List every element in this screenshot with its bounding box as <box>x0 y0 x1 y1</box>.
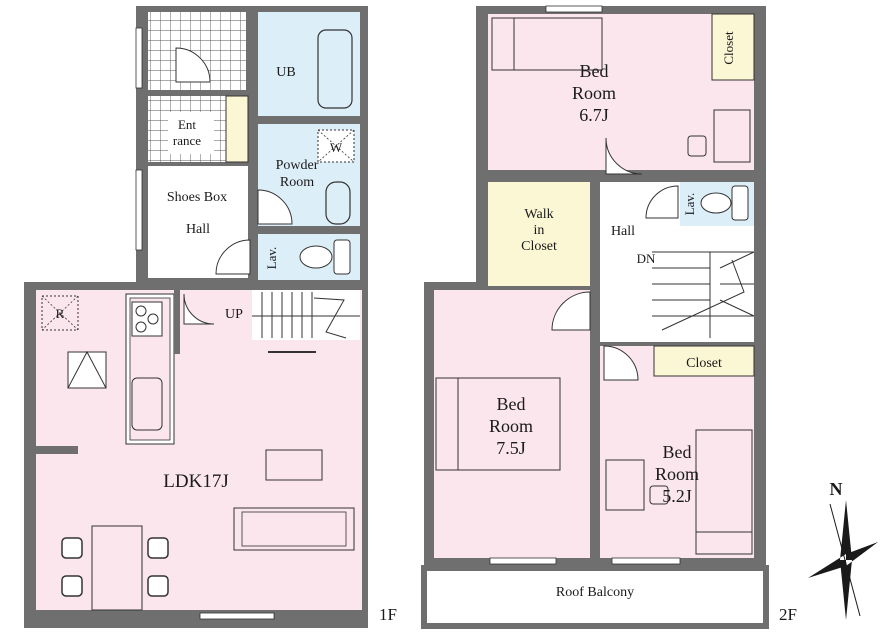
closet-mid-label: Closet <box>686 356 722 371</box>
walk-in-closet-label: Closet <box>521 239 557 254</box>
dn-label: DN <box>637 251 656 266</box>
compass: N <box>808 479 878 620</box>
window <box>545 5 603 13</box>
powder-sink <box>325 181 351 225</box>
desk-right <box>605 459 645 511</box>
hall-1f-label: Hall <box>186 222 210 237</box>
second-floor-label: 2F <box>779 605 797 624</box>
dining-chair <box>61 575 83 597</box>
bedroom-5-2-label: Bed <box>663 442 692 462</box>
stairs-lines-1f <box>252 292 360 338</box>
up-label: UP <box>225 307 243 322</box>
bedroom-7-5-door-swing <box>551 291 591 331</box>
entrance-label: Ent <box>178 117 196 132</box>
bed-left <box>435 377 561 471</box>
bedroom-6-7-door-swing <box>605 137 643 175</box>
bedroom-6-7-label: 6.7J <box>579 105 609 125</box>
washer-label: W <box>330 140 343 155</box>
stove-burner <box>135 321 147 333</box>
bed-top <box>491 17 603 71</box>
bathtub <box>317 29 353 109</box>
roof-balcony-label: Roof Balcony <box>556 585 634 600</box>
stairs-lines-2f <box>652 251 755 338</box>
kitchen-sink <box>131 377 163 431</box>
stairs-arrow-2f <box>661 259 745 331</box>
ldk-label: LDK17J <box>163 471 228 492</box>
dining-table <box>91 525 143 611</box>
hall-2f-label: Hall <box>611 224 635 239</box>
toilet-1f-tank <box>333 239 351 275</box>
bedroom-7-5-label: 7.5J <box>496 438 526 458</box>
stove-burner <box>135 305 147 317</box>
closet-top <box>711 13 755 81</box>
bedroom-5-2-door-swing <box>603 345 639 381</box>
window <box>135 169 143 251</box>
first-floor: UB Ent rance Powder Room W Shoes Box Hal… <box>24 6 397 628</box>
window <box>199 612 275 620</box>
powder-door-swing <box>257 189 293 225</box>
powder-label: Powder <box>276 158 319 173</box>
ldk-inner-wall <box>174 290 180 354</box>
bedroom-7-5-label: Room <box>489 416 533 436</box>
dining-chair <box>147 537 169 559</box>
bed-right <box>695 429 753 555</box>
entrance-floor <box>168 112 214 154</box>
walk-in-closet <box>488 182 590 286</box>
window <box>611 557 681 565</box>
north-label: N <box>830 479 843 499</box>
walk-in-closet-label: Walk <box>524 207 553 222</box>
chair-right <box>649 485 669 505</box>
closet-top-label: Closet <box>721 31 736 65</box>
stove-burner <box>147 313 159 325</box>
window <box>135 27 143 89</box>
shoes-box-label: Shoes Box <box>167 190 227 205</box>
range-hood-box <box>67 351 107 389</box>
sofa-inner <box>241 511 347 547</box>
ldk-door-swing <box>183 293 215 325</box>
lav-1f-label: Lav. <box>264 247 279 270</box>
roof-balcony <box>421 565 769 629</box>
closet-mid <box>653 345 755 377</box>
bedroom-7-5-label: Bed <box>497 394 526 414</box>
range-hood-lines <box>67 350 107 389</box>
stairs-arrow-1f <box>313 297 347 339</box>
ub-label: UB <box>276 65 295 80</box>
dining-chair <box>147 575 169 597</box>
stairs-area-1f <box>252 290 360 340</box>
stairs-area-2f <box>652 234 754 338</box>
bedroom-6-7-label: Bed <box>580 61 609 81</box>
chair-top <box>687 135 707 157</box>
compass-line <box>829 503 861 617</box>
desk-top <box>713 109 751 163</box>
entrance-door-swing <box>175 47 211 83</box>
fridge-label: R <box>56 306 65 321</box>
toilet-2f-bowl <box>700 192 732 214</box>
dining-chair <box>61 537 83 559</box>
lav-2f-label: Lav. <box>682 193 697 216</box>
second-floor: Bed Room 6.7J Closet Walk in Closet Hall… <box>421 5 797 629</box>
powder-label: Room <box>280 175 314 190</box>
lav-2f-door-swing <box>645 185 679 219</box>
lav-1f-door-swing <box>215 239 251 275</box>
toilet-2f-tank <box>731 185 749 221</box>
ldk-inner-wall <box>36 446 78 454</box>
first-floor-label: 1F <box>379 605 397 624</box>
walk-in-closet-label: in <box>534 223 545 238</box>
entrance-label: rance <box>173 133 201 148</box>
fridge-cross <box>41 295 79 331</box>
window <box>489 557 557 565</box>
bedroom-5-2-label: Room <box>655 464 699 484</box>
shoes-box <box>225 95 249 163</box>
toilet-1f-bowl <box>299 245 333 269</box>
tv-table <box>265 449 323 481</box>
bedroom-5-2-label: 5.2J <box>662 486 692 506</box>
washing-machine-cross <box>317 129 355 163</box>
compass-star-icon <box>808 500 878 620</box>
bedroom-6-7-label: Room <box>572 83 616 103</box>
